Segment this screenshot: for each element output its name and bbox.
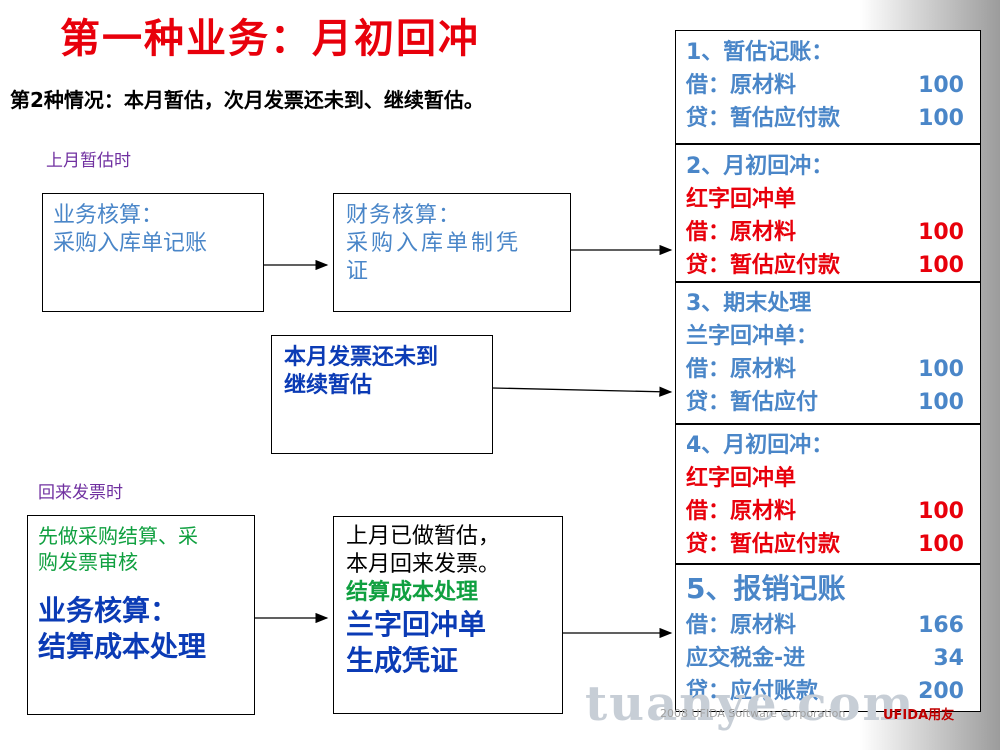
box-finance-accounting: 财务核算： 采购入库单制凭 证 (333, 193, 571, 312)
box-business-line1: 业务核算： (53, 203, 164, 228)
entry-4-row-2-label: 贷：暂估应付款 (686, 532, 841, 557)
entry-5-heading: 5、报销记账 (686, 572, 846, 605)
entry-4-heading: 4、月初回冲： (686, 433, 834, 458)
label-invoice-back: 回来发票时 (38, 483, 123, 503)
entry-2-row-2-amount: 100 (918, 253, 964, 278)
entry-5-row-2: 应交税金-进 34 (686, 642, 980, 675)
box-finance-line3: 证 (346, 259, 369, 285)
entry-3-heading: 3、期末处理 (686, 291, 812, 316)
box-settle-line1: 先做采购结算、采 (38, 524, 198, 548)
entry-4-row-2-amount: 100 (918, 532, 964, 557)
box-voucher: 上月已做暂估， 本月回来发票。 结算成本处理 兰字回冲单 生成凭证 (333, 516, 563, 714)
box-finance-line1: 财务核算： (346, 203, 462, 228)
slide-title: 第一种业务：月初回冲 (60, 16, 480, 62)
entry-4-row-2: 贷：暂估应付款 100 (686, 528, 980, 561)
entry-3-row-1-label: 借：原材料 (686, 357, 797, 382)
entry-2-row-1: 借：原材料 100 (686, 216, 980, 249)
box-settle-line2: 购发票审核 (38, 549, 138, 574)
entry-5-row-1: 借：原材料 166 (686, 609, 980, 642)
entry-5-box: 5、报销记账 借：原材料 166 应交税金-进 34 贷：应付账款 200 (675, 564, 981, 712)
box-voucher-line2: 本月回来发票。 (346, 552, 501, 578)
entry-1-row-1: 借：原材料 100 (686, 69, 980, 102)
entry-1-row-1-label: 借：原材料 (686, 73, 797, 98)
arrow-invoice-to-entries (492, 386, 673, 397)
entry-3-row-1-amount: 100 (918, 357, 964, 382)
entry-5-row-3: 贷：应付账款 200 (686, 675, 980, 708)
box-settlement: 先做采购结算、采 购发票审核 业务核算： 结算成本处理 (27, 515, 255, 715)
entry-3-row-2: 贷：暂估应付 100 (686, 386, 980, 419)
entry-1-box: 1、暂估记账： 借：原材料 100 贷：暂估应付款 100 (675, 30, 981, 144)
watermark: tuanye.com (585, 676, 916, 732)
entry-5-row-3-label: 贷：应付账款 (686, 679, 819, 704)
entry-2-heading: 2、月初回冲： (686, 154, 834, 179)
entry-1-heading: 1、暂估记账： (686, 40, 834, 65)
entry-4-row-1-label: 借：原材料 (686, 499, 797, 524)
entry-5-row-1-amount: 166 (918, 613, 964, 638)
entry-2-row-1-amount: 100 (918, 220, 964, 245)
entry-5-row-1-label: 借：原材料 (686, 613, 797, 638)
box-business-accounting: 业务核算： 采购入库单记账 (42, 193, 264, 312)
entry-4-box: 4、月初回冲： 红字回冲单 借：原材料 100 贷：暂估应付款 100 (675, 424, 981, 564)
box-business-line2: 采购入库单记账 (53, 231, 208, 257)
entry-3-row-2-label: 贷：暂估应付 (686, 390, 819, 415)
entry-3-box: 3、期末处理 兰字回冲单： 借：原材料 100 贷：暂估应付 100 (675, 282, 981, 424)
entry-1-row-1-amount: 100 (918, 73, 964, 98)
box-invoice-line1: 本月发票还未到 (284, 345, 439, 370)
entry-1-row-2-label: 贷：暂估应付款 (686, 106, 841, 131)
box-finance-line2: 采购入库单制凭 (346, 231, 522, 257)
box-voucher-line1: 上月已做暂估， (346, 524, 501, 549)
entry-3-row-2-amount: 100 (918, 390, 964, 415)
box-invoice-pending: 本月发票还未到 继续暂估 (271, 335, 493, 454)
box-settle-line3: 业务核算： (38, 594, 179, 628)
label-last-month: 上月暂估时 (46, 151, 131, 171)
entry-5-row-2-amount: 34 (933, 646, 964, 671)
box-voucher-line4: 兰字回冲单 (346, 608, 487, 642)
box-voucher-line5: 生成凭证 (346, 644, 459, 678)
entry-4-note: 红字回冲单 (686, 466, 797, 491)
entry-3-row-1: 借：原材料 100 (686, 353, 980, 386)
entry-5-row-3-amount: 200 (918, 679, 964, 704)
entry-2-note: 红字回冲单 (686, 187, 797, 212)
entry-1-row-2: 贷：暂估应付款 100 (686, 102, 980, 135)
entry-1-row-2-amount: 100 (918, 106, 964, 131)
entry-5-row-2-label: 应交税金-进 (686, 646, 806, 671)
entry-4-row-1: 借：原材料 100 (686, 495, 980, 528)
entry-4-row-1-amount: 100 (918, 499, 964, 524)
box-settle-line4: 结算成本处理 (38, 630, 207, 664)
slide-subtitle: 第2种情况：本月暂估，次月发票还未到、继续暂估。 (10, 88, 484, 112)
ufida-logo: UFIDA用友 (883, 708, 955, 723)
entry-2-row-2: 贷：暂估应付款 100 (686, 249, 980, 282)
entry-2-box: 2、月初回冲： 红字回冲单 借：原材料 100 贷：暂估应付款 100 (675, 144, 981, 282)
footer-copyright: 2008 UFIDA Software Corporation (660, 707, 846, 720)
entry-3-note: 兰字回冲单： (686, 324, 819, 349)
box-invoice-line2: 继续暂估 (284, 373, 373, 399)
box-voucher-line3: 结算成本处理 (346, 580, 479, 606)
entry-2-row-2-label: 贷：暂估应付款 (686, 253, 841, 278)
entry-2-row-1-label: 借：原材料 (686, 220, 797, 245)
